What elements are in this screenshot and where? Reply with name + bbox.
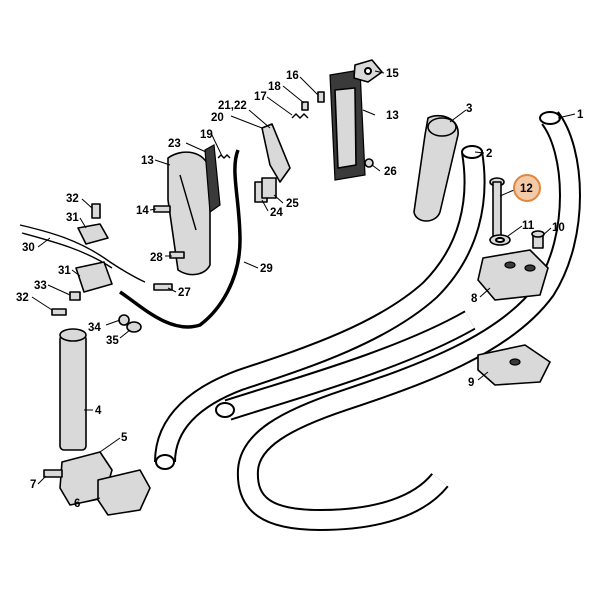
label-27[interactable]: 27	[178, 287, 191, 299]
washer-26[interactable]	[364, 158, 374, 168]
part-25[interactable]	[261, 177, 277, 199]
pin-16[interactable]	[317, 91, 325, 103]
pin-18[interactable]	[301, 101, 309, 111]
label-31-bottom[interactable]: 31	[58, 265, 71, 277]
spring-19[interactable]	[217, 154, 231, 159]
label-3[interactable]: 3	[466, 103, 472, 115]
label-31-top[interactable]: 31	[66, 212, 79, 224]
screw-7[interactable]	[43, 469, 63, 478]
clamp-8[interactable]	[477, 249, 549, 301]
label-4[interactable]: 4	[95, 405, 102, 417]
housing-half-13-right[interactable]	[329, 69, 366, 181]
screw-10[interactable]	[531, 230, 545, 249]
label-14[interactable]: 14	[136, 205, 149, 217]
label-21-22[interactable]: 21,22	[218, 100, 247, 112]
label-13-left[interactable]: 13	[141, 155, 154, 167]
label-24[interactable]: 24	[270, 207, 283, 219]
grip-3[interactable]	[413, 114, 459, 222]
spring-17[interactable]	[291, 113, 309, 119]
part-33[interactable]	[69, 291, 81, 301]
screw-32-bottom[interactable]	[51, 308, 67, 316]
leader-lines	[31, 70, 576, 503]
switch-31-bottom[interactable]	[75, 261, 113, 293]
label-17[interactable]: 17	[254, 91, 267, 103]
handlebar-crossbar	[215, 310, 476, 421]
label-30[interactable]: 30	[22, 242, 35, 254]
clamp-6[interactable]	[97, 469, 151, 516]
screw-12[interactable]	[489, 177, 505, 237]
label-26[interactable]: 26	[384, 166, 397, 178]
label-6[interactable]: 6	[74, 498, 80, 510]
screw-14[interactable]	[153, 205, 171, 213]
screw-28[interactable]	[169, 251, 185, 259]
label-12[interactable]: 12	[520, 183, 533, 195]
bolt-35[interactable]	[126, 321, 142, 333]
screw-32-top[interactable]	[91, 203, 101, 219]
label-10[interactable]: 10	[552, 222, 565, 234]
label-25[interactable]: 25	[286, 198, 299, 210]
clamp-9[interactable]	[477, 344, 551, 386]
label-16[interactable]: 16	[286, 70, 299, 82]
label-28[interactable]: 28	[150, 252, 163, 264]
label-33[interactable]: 33	[34, 280, 47, 292]
label-29[interactable]: 29	[260, 263, 273, 275]
throttle-cable-29[interactable]	[119, 149, 242, 329]
label-23[interactable]: 23	[168, 138, 181, 150]
washer-11[interactable]	[489, 234, 511, 246]
label-7[interactable]: 7	[30, 479, 36, 491]
label-13-right[interactable]: 13	[386, 110, 399, 122]
housing-half-13-left[interactable]	[167, 151, 211, 276]
label-35[interactable]: 35	[106, 335, 119, 347]
label-19[interactable]: 19	[200, 129, 213, 141]
label-8[interactable]: 8	[471, 293, 478, 305]
label-5[interactable]: 5	[121, 432, 128, 444]
label-20[interactable]: 20	[211, 112, 224, 124]
label-32-bottom[interactable]: 32	[16, 292, 29, 304]
label-9[interactable]: 9	[468, 377, 474, 389]
switch-31-top[interactable]	[77, 223, 109, 245]
handlebar-tube-2[interactable]	[154, 145, 486, 470]
tube-4[interactable]	[59, 328, 87, 451]
label-1[interactable]: 1	[577, 109, 584, 121]
label-2[interactable]: 2	[486, 148, 492, 160]
washer-34[interactable]	[118, 314, 130, 326]
label-15[interactable]: 15	[386, 68, 399, 80]
label-11[interactable]: 11	[522, 220, 535, 232]
handlebar-tube-1[interactable]	[236, 111, 581, 532]
label-34[interactable]: 34	[88, 322, 101, 334]
nut-15[interactable]	[353, 59, 383, 83]
screw-27[interactable]	[153, 283, 173, 291]
trigger-23[interactable]	[204, 144, 221, 214]
part-number-labels: 1 2 3 4 5 6 7 8 9 10 11 12 13 13 14 15 1…	[16, 68, 584, 510]
label-18[interactable]: 18	[268, 81, 281, 93]
label-32-top[interactable]: 32	[66, 193, 79, 205]
lever-20[interactable]	[261, 123, 291, 183]
highlight-marker-12	[513, 174, 541, 202]
